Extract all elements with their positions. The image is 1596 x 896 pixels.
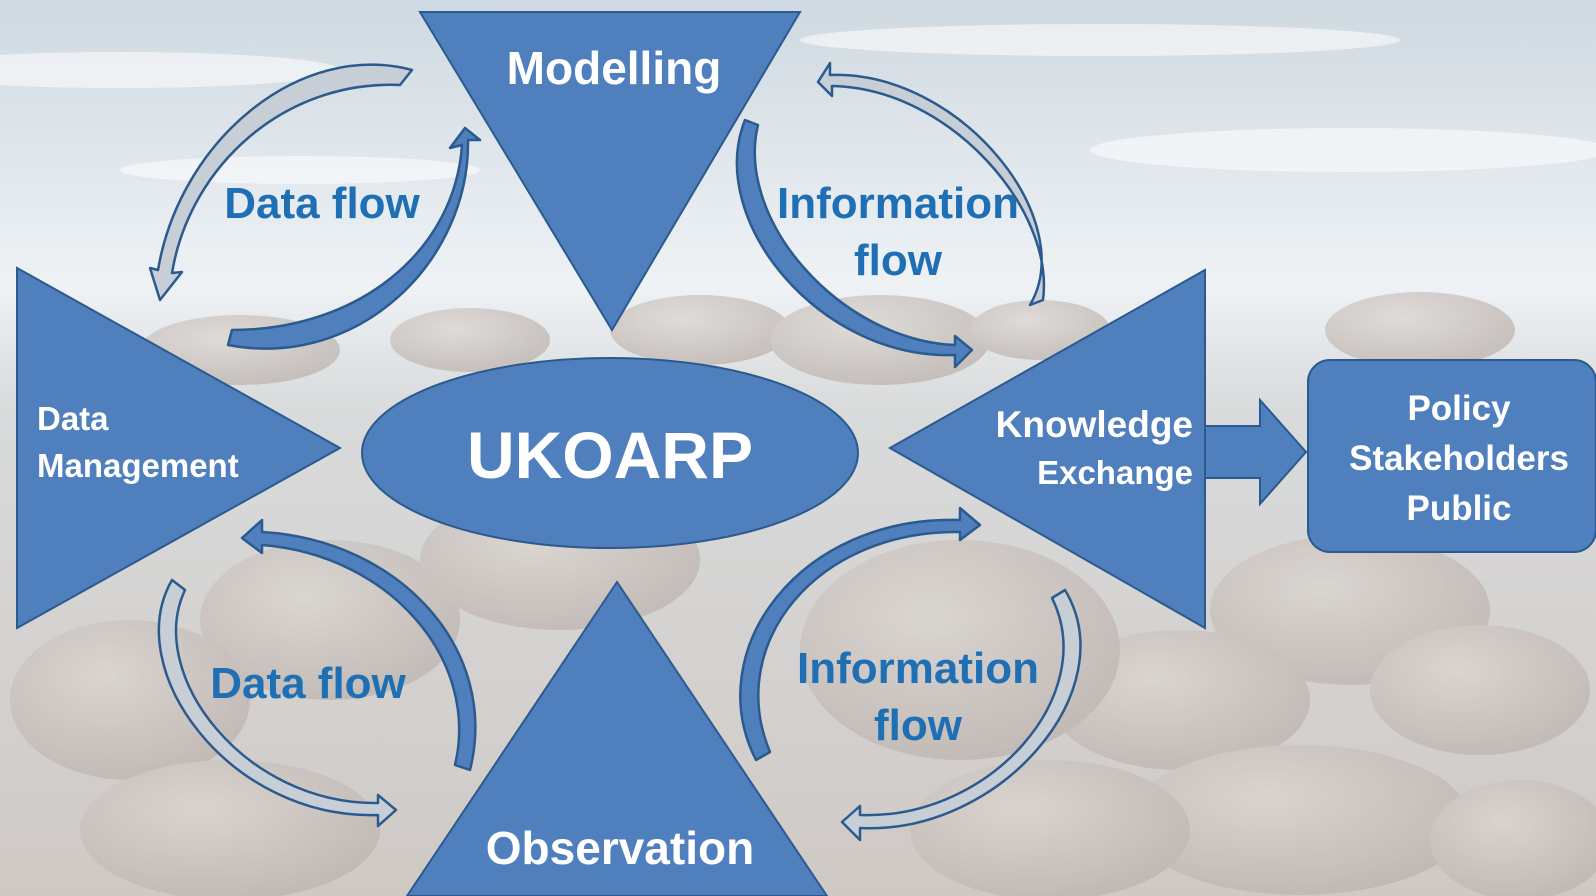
knowledge-exchange-label-line1: Knowledge [996, 404, 1193, 445]
info-flow-bottom-arrow-blue [739, 506, 982, 762]
modelling-label: Modelling [507, 42, 722, 94]
audience-label-line3: Public [1406, 489, 1511, 528]
info-flow-bottom-arrow-light [840, 588, 1082, 842]
data-flow-bottom-label: Data flow [210, 659, 406, 708]
observation-label: Observation [486, 822, 754, 874]
data-management-triangle [16, 266, 343, 630]
observation-triangle [405, 580, 829, 896]
info-flow-top-arrow-light [816, 61, 1046, 307]
knowledge-exchange-label-line2: Exchange [1037, 454, 1193, 491]
modelling-triangle [418, 11, 802, 332]
ukoarp-label: UKOARP [467, 418, 753, 492]
data-management-label-line1: Data [37, 400, 109, 437]
data-management-label-line2: Management [37, 447, 239, 484]
main-shapes [16, 11, 1596, 896]
audience-label-line1: Policy [1407, 389, 1511, 428]
data-flow-top-label: Data flow [224, 179, 420, 228]
info-flow-top-label-line2: flow [854, 236, 943, 285]
flow-arrows [148, 61, 1082, 842]
info-flow-top-arrow-blue [735, 118, 974, 369]
info-flow-bottom-label-line2: flow [874, 701, 963, 750]
info-flow-bottom-label-line1: Information [797, 644, 1039, 693]
ukoarp-ellipse [361, 357, 859, 549]
data-flow-top-arrow-blue [226, 126, 482, 350]
knowledge-to-audience-arrow [1204, 397, 1308, 507]
audience-box [1307, 359, 1596, 553]
data-flow-top-arrow-light [148, 63, 414, 302]
audience-label-line2: Stakeholders [1349, 439, 1569, 478]
data-flow-bottom-arrow-blue [240, 518, 477, 772]
info-flow-top-label-line1: Information [777, 179, 1019, 228]
data-flow-bottom-arrow-light [157, 578, 398, 828]
labels: Modelling Observation UKOARP Data Manage… [37, 42, 1569, 874]
